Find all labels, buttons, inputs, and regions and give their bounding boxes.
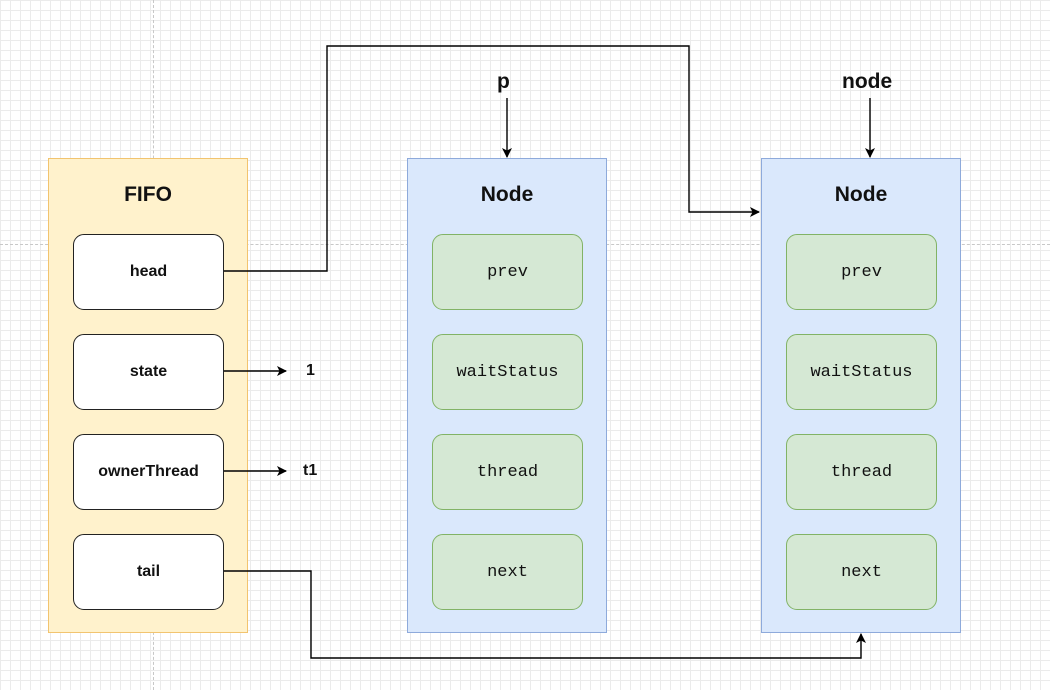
node-p-container[interactable]: Node prev waitStatus thread next [407, 158, 607, 633]
node-node-title: Node [834, 183, 888, 206]
pointer-label-node: node [842, 70, 893, 93]
owner-thread-value-label: t1 [303, 462, 318, 479]
node-node-wait-status-field[interactable]: waitStatus [786, 334, 937, 410]
fifo-container[interactable]: FIFO head state ownerThread tail [48, 158, 248, 633]
node-p-wait-status-field[interactable]: waitStatus [432, 334, 583, 410]
head-to-node-edge[interactable] [224, 45, 760, 272]
node-p-title: Node [480, 183, 534, 206]
node-node-prev-field[interactable]: prev [786, 234, 937, 310]
node-p-prev-field[interactable]: prev [432, 234, 583, 310]
state-value-label: 1 [306, 362, 315, 379]
fifo-tail-field[interactable]: tail [73, 534, 224, 610]
node-node-thread-field[interactable]: thread [786, 434, 937, 510]
fifo-head-field[interactable]: head [73, 234, 224, 310]
tail-to-node-edge[interactable] [224, 570, 866, 659]
fifo-owner-thread-field[interactable]: ownerThread [73, 434, 224, 510]
fifo-title: FIFO [124, 183, 172, 206]
fifo-state-field[interactable]: state [73, 334, 224, 410]
node-p-thread-field[interactable]: thread [432, 434, 583, 510]
node-node-next-field[interactable]: next [786, 534, 937, 610]
node-node-container[interactable]: Node prev waitStatus thread next [761, 158, 961, 633]
node-p-next-field[interactable]: next [432, 534, 583, 610]
pointer-label-p: p [497, 70, 510, 93]
